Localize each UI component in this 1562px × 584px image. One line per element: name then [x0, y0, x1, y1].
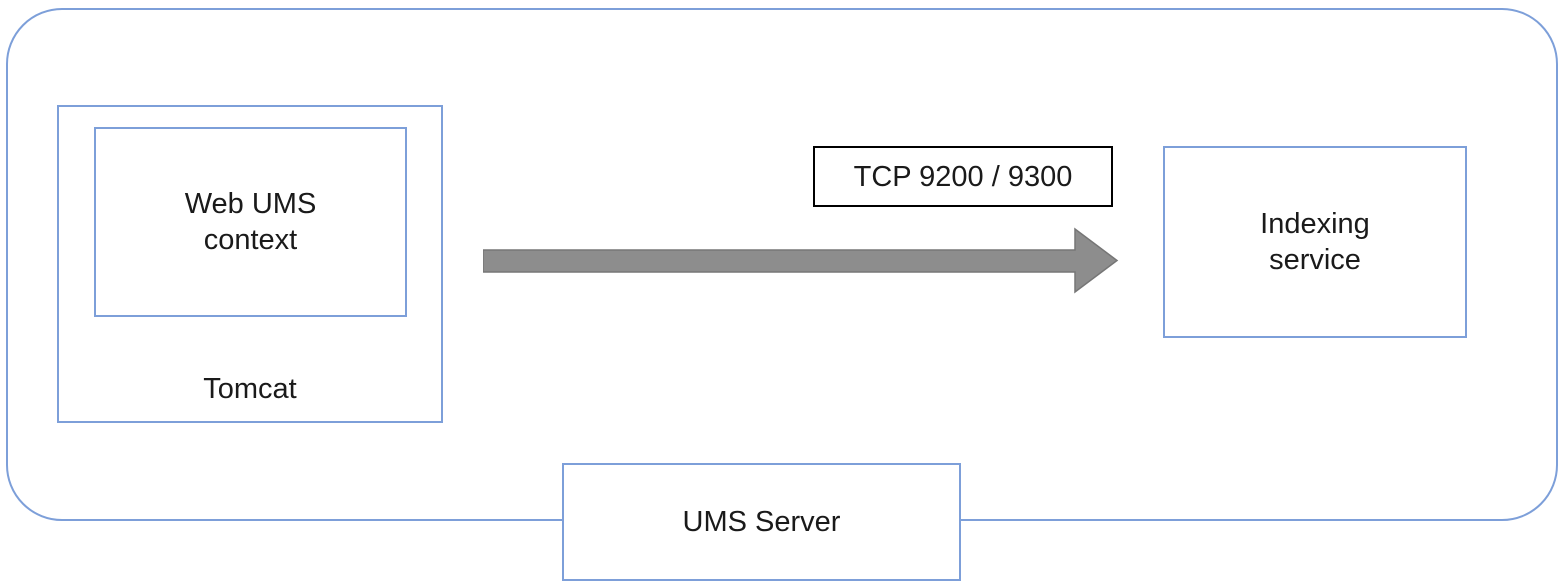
ums-server-node: UMS Server [562, 463, 961, 581]
tomcat-node: Web UMS context Tomcat [57, 105, 443, 423]
tomcat-label: Tomcat [203, 373, 297, 405]
web-ums-context-label: Web UMS context [184, 188, 317, 256]
indexing-service-node: Indexing service [1163, 146, 1467, 338]
ums-server-label: UMS Server [682, 506, 841, 538]
arrow-right-icon [483, 227, 1119, 294]
connection-label-box: TCP 9200 / 9300 [813, 146, 1113, 207]
indexing-service-label: Indexing service [1260, 208, 1370, 276]
connection-label: TCP 9200 / 9300 [853, 160, 1073, 193]
web-ums-context-node: Web UMS context [94, 127, 407, 317]
